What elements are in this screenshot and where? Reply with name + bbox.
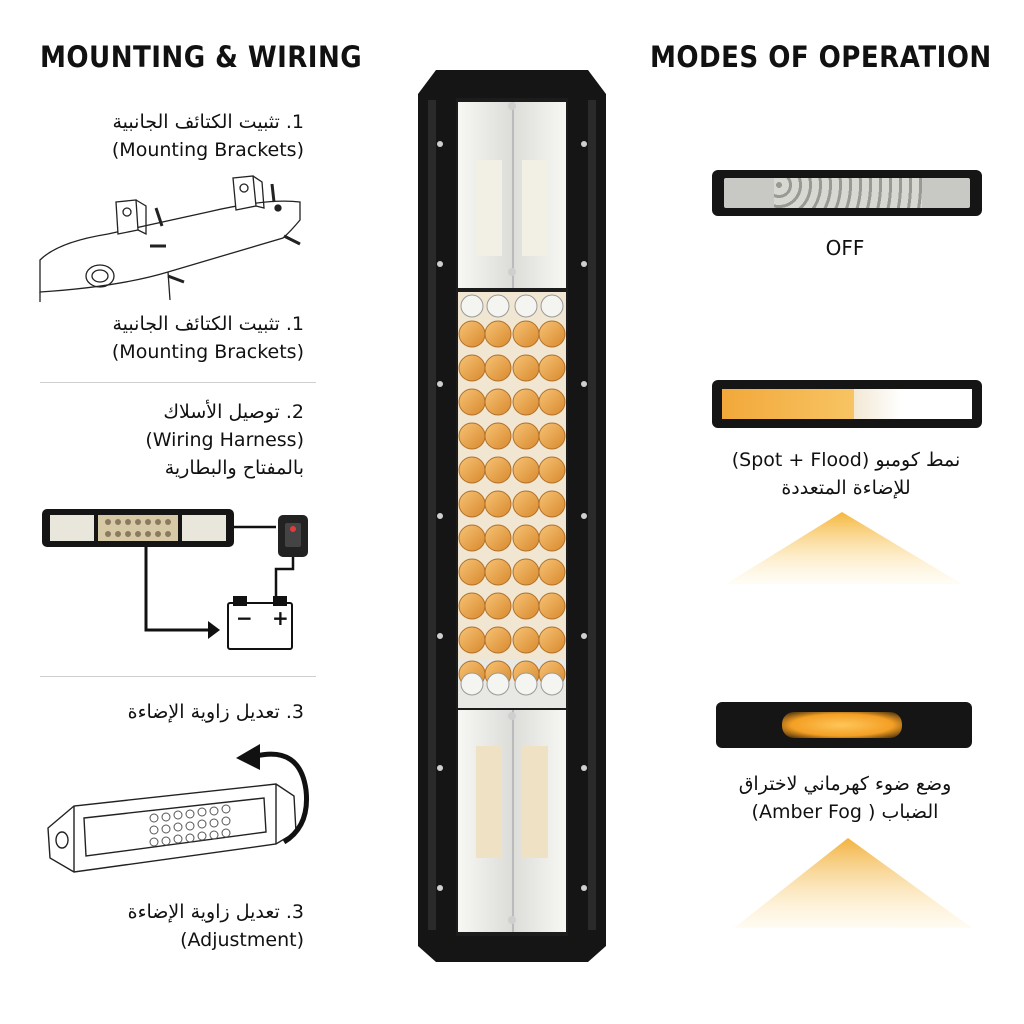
section-divider bbox=[40, 676, 316, 677]
battery-minus-label: − bbox=[236, 606, 253, 630]
step3-caption-top: 3. تعديل زاوية الإضاءة bbox=[128, 698, 304, 726]
wiring-diagram-illustration bbox=[42, 509, 308, 650]
step2-caption: 2. توصيل الأسلاك (Wiring Harness) بالمفت… bbox=[145, 398, 304, 482]
step2-arabic-label: 2. توصيل الأسلاك bbox=[163, 401, 304, 423]
mode-combo-line2: للإضاءة المتعددة bbox=[781, 477, 911, 499]
mode-combo-line1: نمط كومبو (Spot + Flood) bbox=[731, 449, 961, 471]
mode-amber-line1: وضع ضوء كهرماني لاختراق bbox=[738, 773, 952, 795]
mode-combo-caption: نمط كومبو (Spot + Flood) للإضاءة المتعدد… bbox=[708, 446, 984, 502]
battery-icon bbox=[227, 596, 293, 650]
step2-english-label: (Wiring Harness) bbox=[145, 429, 304, 451]
mounting-bracket-illustration bbox=[39, 175, 301, 302]
mounting-wiring-heading: MOUNTING & WIRING bbox=[40, 40, 363, 74]
rotate-arrow-icon bbox=[236, 744, 310, 845]
step1-english-label-repeat: (Mounting Brackets) bbox=[111, 341, 304, 363]
combo-beam-pattern bbox=[726, 512, 962, 584]
mode-off-bar-image bbox=[712, 170, 982, 216]
section-divider bbox=[40, 382, 316, 383]
mode-amber-bar-image bbox=[716, 702, 972, 748]
step1-caption-bottom: 1. تثبيت الكتائف الجانبية (Mounting Brac… bbox=[112, 310, 304, 366]
mode-amber-line2: الضباب ( Amber Fog) bbox=[751, 801, 939, 823]
step1-arabic-label: 1. تثبيت الكتائف الجانبية bbox=[112, 111, 305, 133]
step1-arabic-label-repeat: 1. تثبيت الكتائف الجانبية bbox=[112, 313, 305, 335]
rocker-switch-icon bbox=[278, 515, 308, 557]
mode-amber-caption: وضع ضوء كهرماني لاختراق الضباب ( Amber F… bbox=[700, 770, 990, 826]
mode-off-label: OFF bbox=[825, 236, 865, 260]
step1-caption-top: 1. تثبيت الكتائف الجانبية (Mounting Brac… bbox=[112, 108, 304, 164]
step2-arabic-label-2: بالمفتاح والبطارية bbox=[164, 457, 304, 479]
step3-arabic-label: 3. تعديل زاوية الإضاءة bbox=[127, 701, 304, 723]
step1-english-label: (Mounting Brackets) bbox=[111, 139, 304, 161]
modes-of-operation-heading: MODES OF OPERATION bbox=[650, 40, 992, 74]
step3-caption-bottom: 3. تعديل زاوية الإضاءة (Adjustment) bbox=[128, 898, 304, 954]
step3-arabic-label-repeat: 3. تعديل زاوية الإضاءة bbox=[127, 901, 304, 923]
amber-fog-beam-pattern bbox=[734, 838, 972, 928]
light-bar-product-image bbox=[418, 70, 606, 962]
step3-english-label: (Adjustment) bbox=[180, 929, 304, 951]
battery-plus-label: + bbox=[272, 606, 289, 630]
mode-combo-bar-image bbox=[712, 380, 982, 428]
adjustment-illustration bbox=[47, 744, 310, 873]
